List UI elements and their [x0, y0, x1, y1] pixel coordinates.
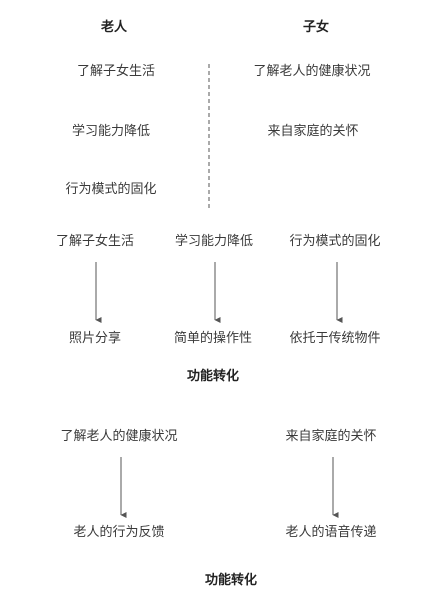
children-flow-caption: 功能转化	[204, 573, 258, 588]
elder-flow-source-3: 行为模式的固化	[289, 234, 381, 249]
elder-flow-target-3: 依托于传统物件	[289, 331, 381, 346]
children-flow-source-2: 来自家庭的关怀	[285, 429, 377, 444]
header-elder: 老人	[100, 20, 128, 35]
elder-need-2: 学习能力降低	[71, 124, 151, 139]
elder-flow-target-2: 简单的操作性	[173, 331, 253, 346]
elder-need-1: 了解子女生活	[76, 64, 156, 79]
elder-flow-source-1: 了解子女生活	[55, 234, 135, 249]
children-need-1: 了解老人的健康状况	[253, 64, 371, 79]
children-flow-source-1: 了解老人的健康状况	[60, 429, 178, 444]
elder-flow-target-1: 照片分享	[68, 331, 122, 346]
children-flow-target-1: 老人的行为反馈	[73, 525, 165, 540]
elder-need-3: 行为模式的固化	[65, 182, 157, 197]
elder-flow-caption: 功能转化	[186, 369, 240, 384]
children-need-2: 来自家庭的关怀	[267, 124, 359, 139]
header-children: 子女	[302, 20, 330, 35]
children-flow-target-2: 老人的语音传递	[285, 525, 377, 540]
elder-flow-source-2: 学习能力降低	[174, 234, 254, 249]
